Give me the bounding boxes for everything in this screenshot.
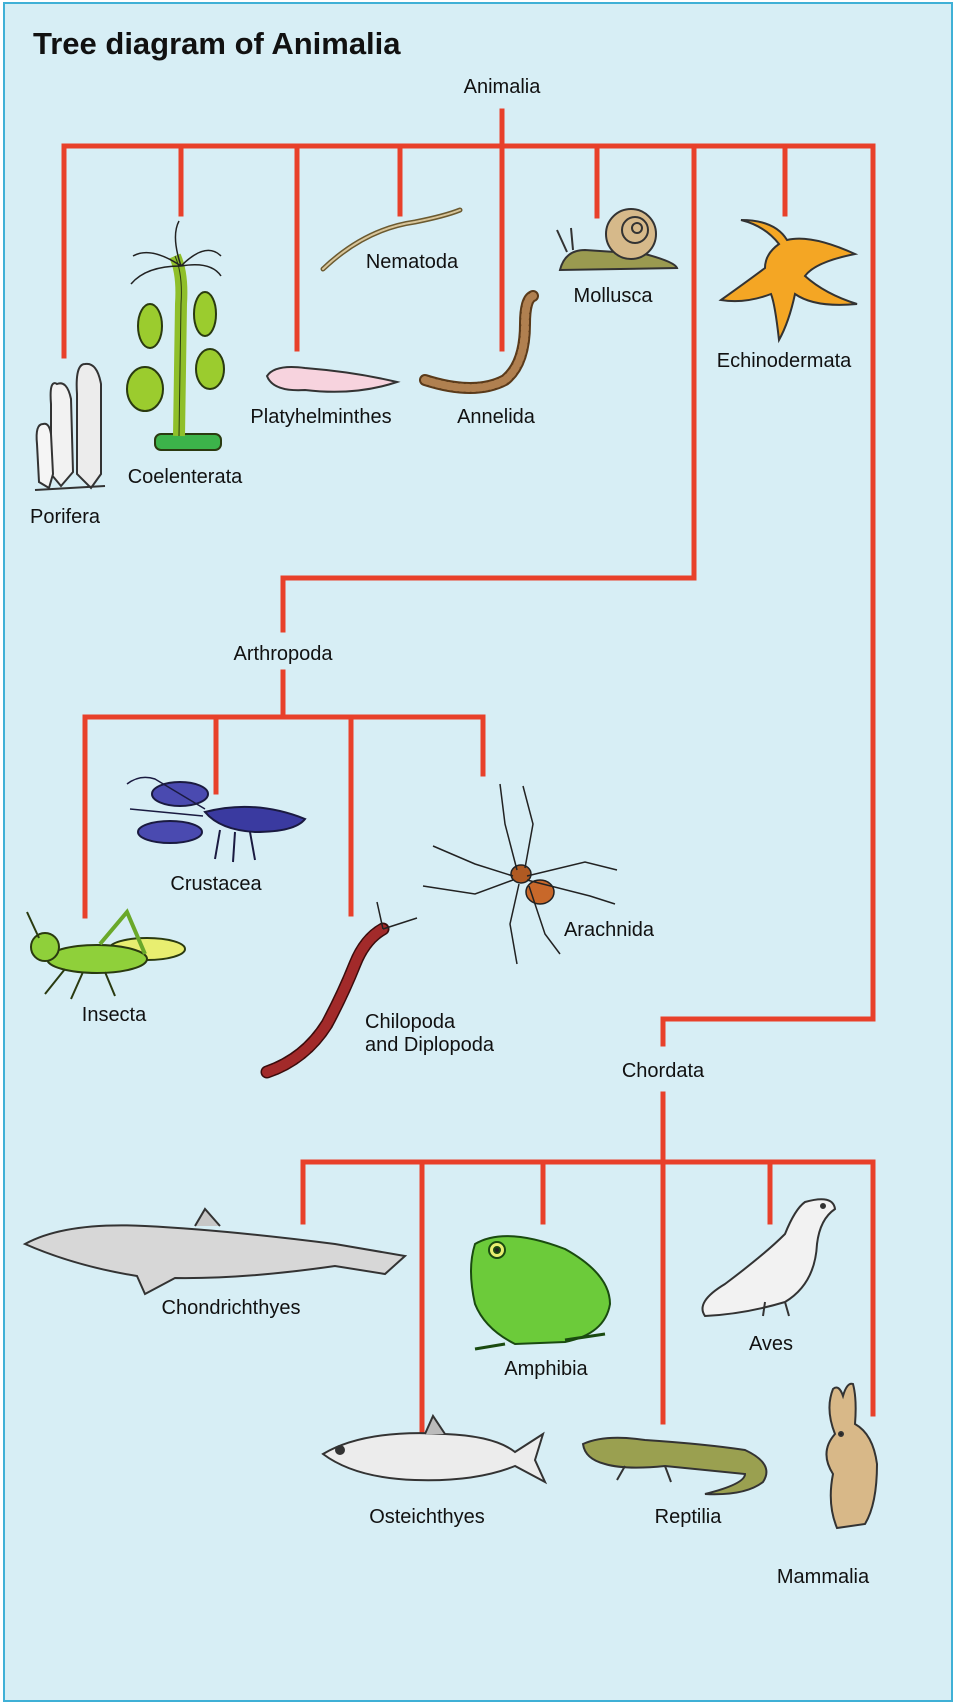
node-mollusca: Mollusca xyxy=(574,285,653,308)
node-aves: Aves xyxy=(749,1333,793,1356)
node-insecta: Insecta xyxy=(82,1004,146,1027)
frog-icon xyxy=(471,1236,610,1349)
node-echinodermata: Echinodermata xyxy=(717,350,852,373)
earthworm-icon xyxy=(425,296,533,388)
grasshopper-icon xyxy=(27,912,185,999)
node-annelida: Annelida xyxy=(457,406,535,429)
diagram-canvas: Tree diagram of Animalia xyxy=(3,2,953,1702)
node-arachnida: Arachnida xyxy=(564,919,654,942)
node-reptilia: Reptilia xyxy=(655,1506,722,1529)
node-chilopoda-line2: and Diplopoda xyxy=(365,1034,494,1057)
rabbit-icon xyxy=(826,1384,877,1528)
bird-icon xyxy=(703,1199,836,1316)
node-coelenterata: Coelenterata xyxy=(128,466,243,489)
node-arthropoda: Arthropoda xyxy=(234,643,333,666)
node-chordata: Chordata xyxy=(622,1060,704,1083)
shark-icon xyxy=(25,1209,405,1294)
node-porifera: Porifera xyxy=(30,506,100,529)
node-chondrichthyes: Chondrichthyes xyxy=(162,1297,301,1320)
snail-icon xyxy=(557,209,677,270)
flatworm-icon xyxy=(267,367,397,392)
hydra-icon xyxy=(127,221,224,450)
animal-illustrations xyxy=(5,4,951,1700)
node-amphibia: Amphibia xyxy=(504,1358,587,1381)
bony-fish-icon xyxy=(323,1416,545,1482)
node-mammalia: Mammalia xyxy=(777,1566,869,1589)
crayfish-icon xyxy=(127,777,305,862)
node-crustacea: Crustacea xyxy=(170,873,261,896)
node-platyhelminthes: Platyhelminthes xyxy=(250,406,391,429)
node-chilopoda-line1: Chilopoda xyxy=(365,1011,455,1034)
sponge-icon xyxy=(35,364,105,490)
node-osteichthyes: Osteichthyes xyxy=(369,1506,485,1529)
node-animalia: Animalia xyxy=(464,76,541,99)
lizard-icon xyxy=(583,1438,766,1495)
node-nematoda: Nematoda xyxy=(366,251,458,274)
starfish-icon xyxy=(721,220,857,340)
